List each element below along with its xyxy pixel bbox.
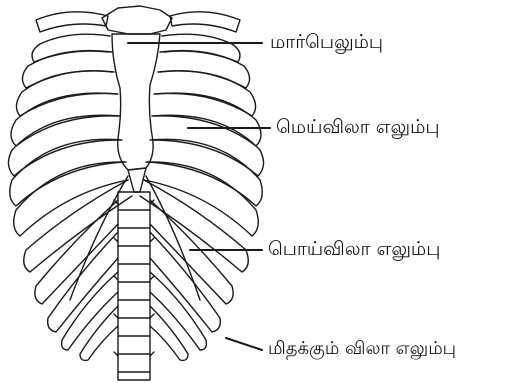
clavicle-right bbox=[170, 12, 240, 32]
label-true-ribs: மெய்விலா எலும்பு bbox=[276, 118, 440, 137]
false-ribs bbox=[24, 180, 249, 332]
label-sternum: மார்பெலும்பு bbox=[270, 33, 383, 52]
sternum-body bbox=[112, 34, 160, 170]
clavicle-left bbox=[36, 12, 108, 32]
label-floating-ribs: மிதக்கும் விலா எலும்பு bbox=[268, 340, 456, 358]
manubrium bbox=[102, 6, 172, 34]
floating-ribs bbox=[62, 272, 207, 360]
vertebral-column bbox=[114, 192, 154, 380]
leader-line-floating-ribs bbox=[226, 338, 262, 350]
label-false-ribs: பொய்விலா எலும்பு bbox=[268, 240, 440, 259]
true-ribs-left bbox=[8, 34, 128, 236]
